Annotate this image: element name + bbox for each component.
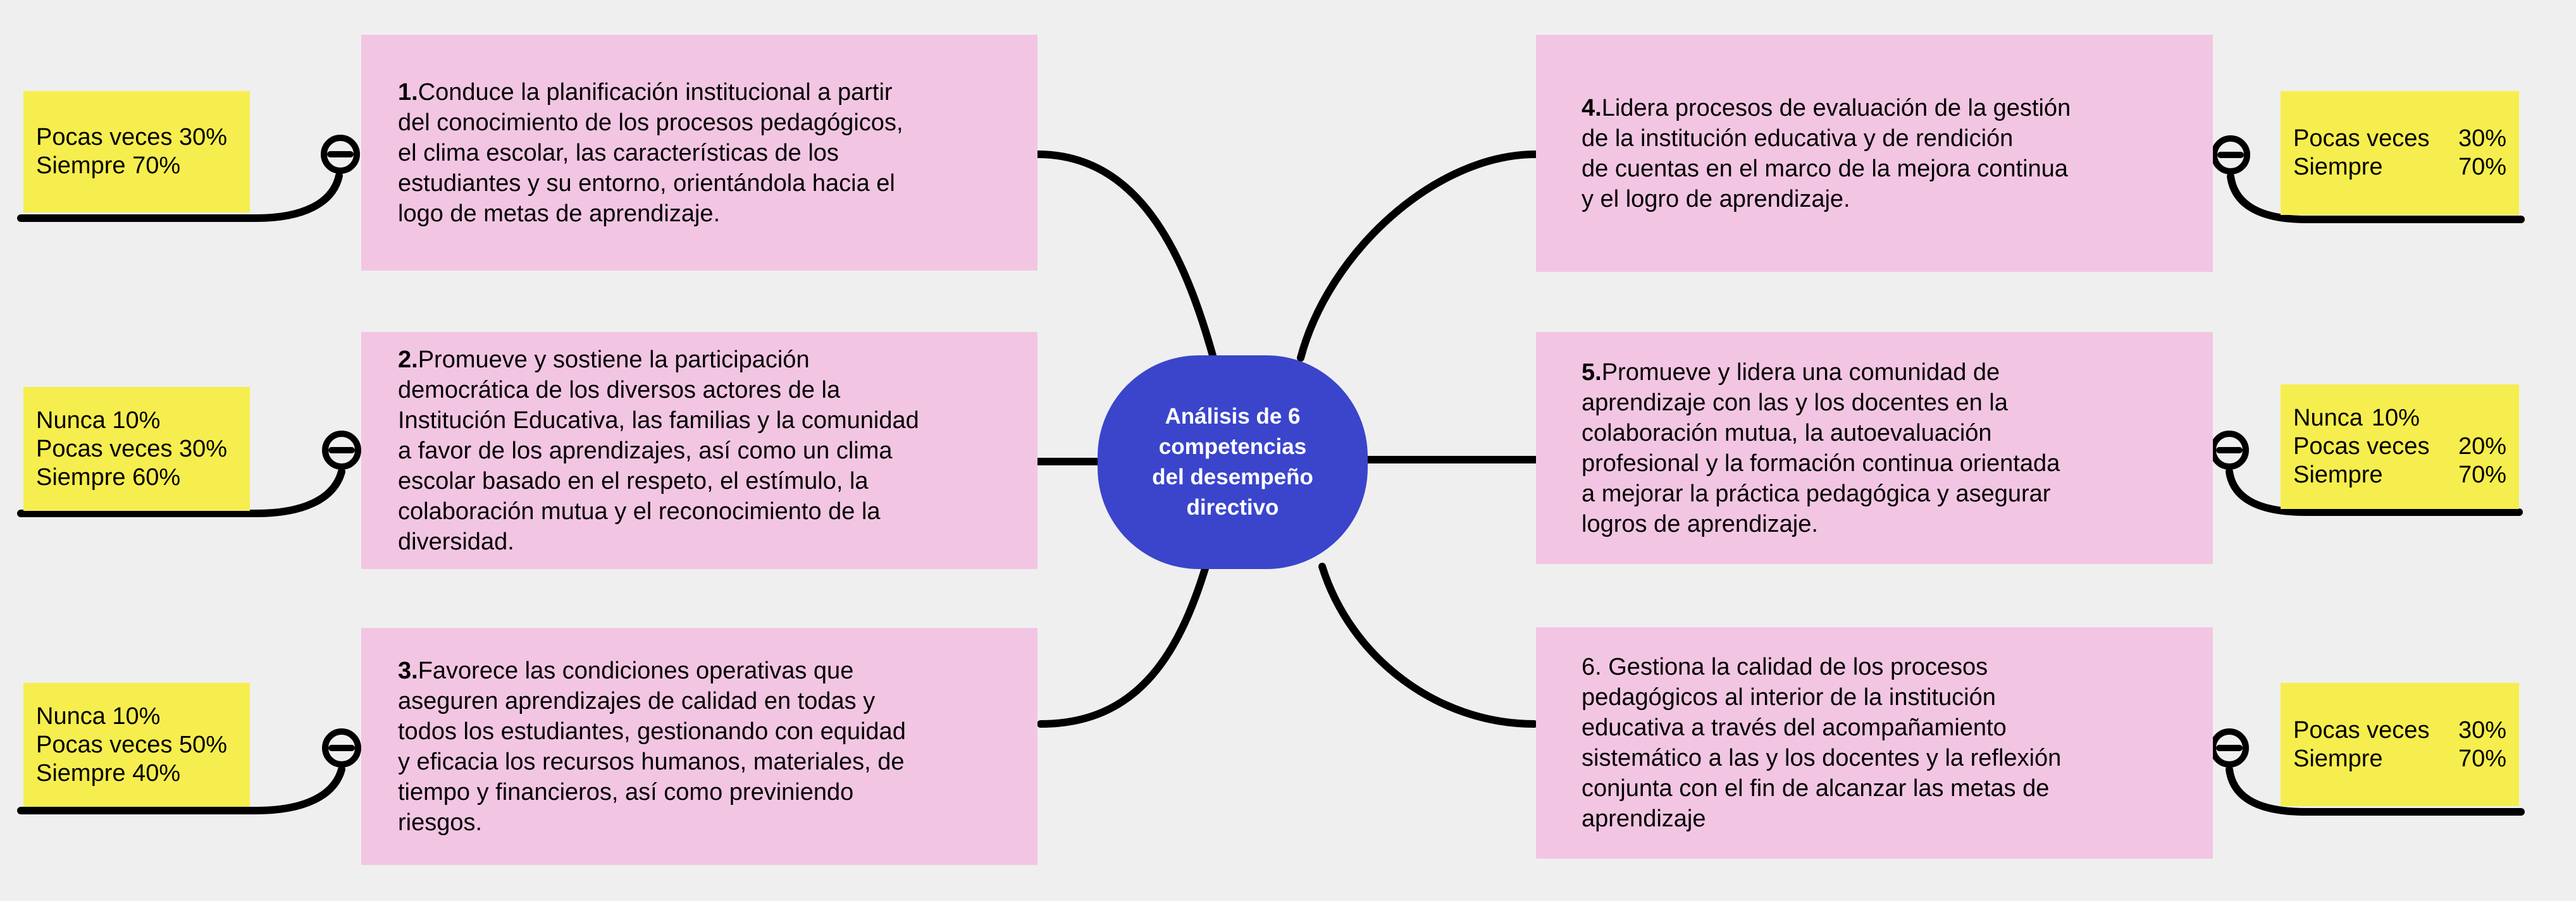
stat-line: Nunca 10% [2293,405,2420,431]
competency-text-6: 6. Gestiona la calidad de los procesos p… [1582,654,2062,832]
competency-node-5[interactable]: 5.Promueve y lidera una comunidad de apr… [1536,332,2213,564]
competency-node-2[interactable]: 2.Promueve y sostiene la participación d… [361,332,1037,569]
stat-line: Pocas veces 30% [36,124,228,150]
stat-line: Nunca 10% [36,407,161,434]
collapse-minus-button-5[interactable] [2210,431,2249,470]
collapse-minus-button-4[interactable] [2211,135,2250,175]
competency-number-1: 1. [398,78,418,106]
branch-connector-3 [1037,563,1210,728]
stats-note-4[interactable]: Pocas veces 30% Siempre 70% [2281,91,2519,215]
note-connector-4 [2227,173,2525,223]
stat-line: Siempre 70% [36,152,181,179]
stats-note-2[interactable]: Nunca 10% Pocas veces 30% Siempre 60% [23,387,250,511]
stat-line: Siempre 40% [36,759,181,787]
stat-line: Siempre 70% [2293,745,2506,772]
note-connector-1 [17,172,343,222]
stat-line: Pocas veces 20% [2293,433,2506,460]
competency-text-5: 5.Promueve y lidera una comunidad de apr… [1582,359,2060,537]
stat-line: Siempre 70% [2293,462,2506,488]
competency-node-4[interactable]: 4.Lidera procesos de evaluación de la ge… [1536,35,2213,272]
branch-connector-4 [1297,150,1540,362]
stats-note-5[interactable]: Nunca 10% Pocas veces 20% Siempre 70% [2281,384,2519,509]
competency-number-5: 5. [1582,359,1602,386]
stats-note-1[interactable]: Pocas veces 30% Siempre 70% [23,91,250,212]
note-connector-3 [17,766,345,814]
competency-number-3: 3. [398,657,418,684]
branch-connector-1 [1034,150,1217,362]
competency-text-4: 4.Lidera procesos de evaluación de la ge… [1582,94,2071,212]
stat-line: Pocas veces 50% [36,731,228,758]
stat-line: Pocas veces 30% [2293,125,2506,152]
stat-line: Pocas veces 30% [2293,716,2506,744]
competency-text-2: 2.Promueve y sostiene la participación d… [398,346,919,555]
competency-node-6[interactable]: 6. Gestiona la calidad de los procesos p… [1536,627,2213,859]
competency-text-1: 1.Conduce la planificación institucional… [398,78,903,227]
stat-line: Siempre 60% [36,463,181,491]
collapse-minus-button-1[interactable] [321,135,360,174]
note-connector-6 [2226,766,2525,816]
competency-node-3[interactable]: 3.Favorece las condiciones operativas qu… [361,628,1037,865]
note-connector-2 [17,468,345,517]
branch-connector-6 [1318,563,1538,728]
collapse-minus-button-6[interactable] [2210,728,2249,768]
competency-number-2: 2. [398,346,418,373]
competency-node-1[interactable]: 1.Conduce la planificación institucional… [361,35,1037,271]
central-topic-node[interactable]: Análisis de 6 competencias del desempeño… [1098,355,1368,569]
stats-note-3[interactable]: Nunca 10% Pocas veces 50% Siempre 40% [23,683,250,807]
note-connector-5 [2226,468,2523,516]
competency-text-3: 3.Favorece las condiciones operativas qu… [398,657,906,836]
stats-note-6[interactable]: Pocas veces 30% Siempre 70% [2281,683,2519,806]
collapse-minus-button-3[interactable] [322,728,361,768]
collapse-minus-button-2[interactable] [322,431,361,470]
stat-line: Siempre 70% [2293,154,2506,180]
stat-line: Pocas veces 30% [36,435,228,462]
competency-number-4: 4. [1582,94,1602,121]
central-topic-label: Análisis de 6 competencias del desempeño… [1152,404,1313,520]
stat-line: Nunca 10% [36,702,161,730]
